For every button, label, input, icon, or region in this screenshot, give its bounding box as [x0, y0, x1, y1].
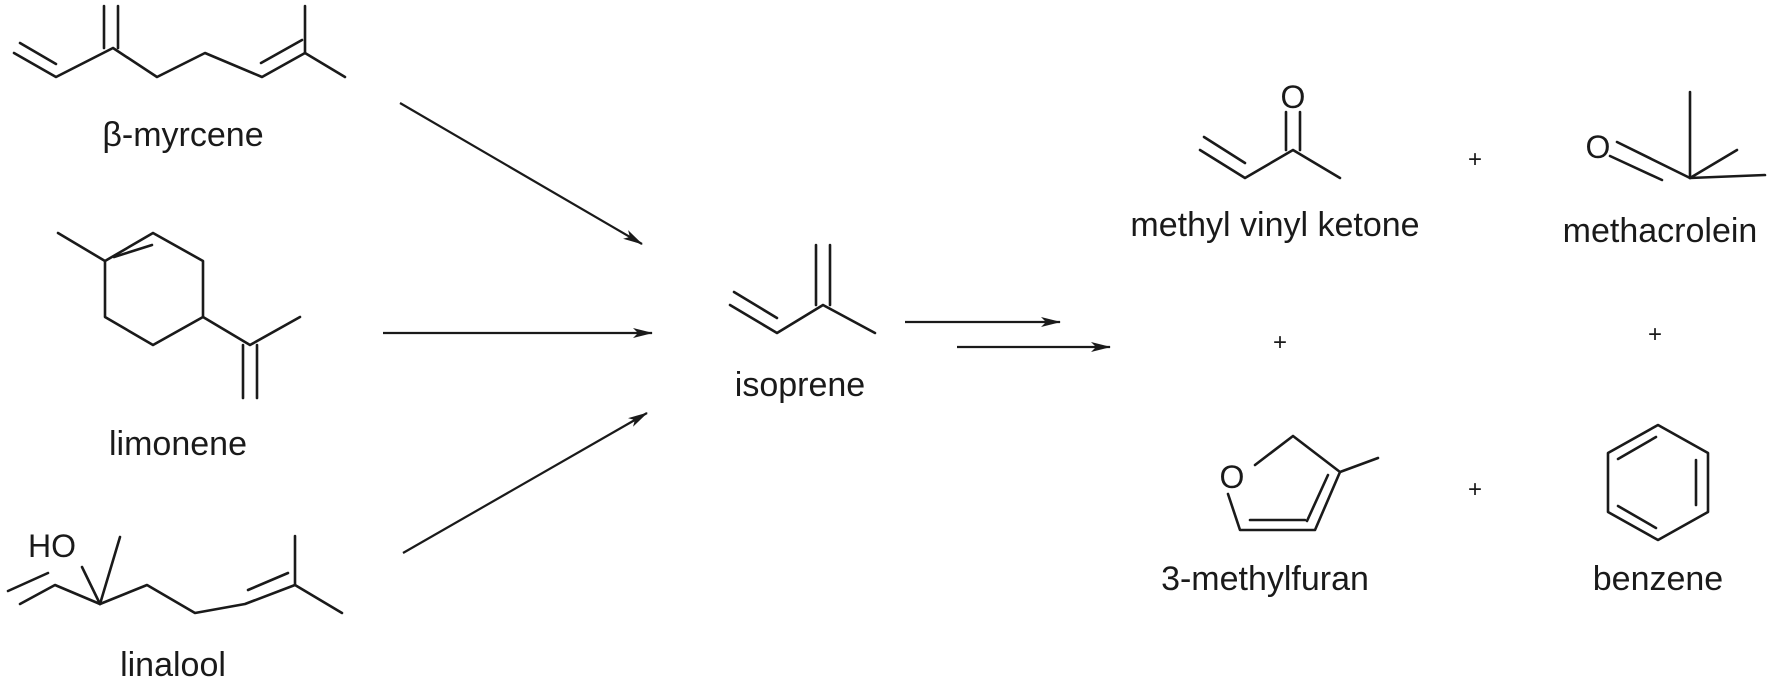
arrow-linalool-to-isoprene	[402, 412, 648, 554]
methyl-vinyl-ketone-structure: O methyl vinyl ketone	[1130, 79, 1419, 244]
hydroxyl-label: HO	[28, 528, 76, 564]
beta-myrcene-label: β-myrcene	[102, 116, 263, 154]
ketone-oxygen-label: O	[1281, 79, 1306, 115]
plus-sign-4: +	[1468, 476, 1482, 503]
plus-sign-3: +	[1648, 321, 1662, 348]
linalool-structure: HO linalool	[6, 528, 344, 680]
3-methylfuran-label: 3-methylfuran	[1161, 560, 1369, 598]
methacrolein-structure: O methacrolein	[1563, 90, 1767, 250]
limonene-label: limonene	[109, 425, 247, 463]
isoprene-label: isoprene	[735, 366, 865, 404]
methacrolein-label: methacrolein	[1563, 212, 1758, 250]
aldehyde-oxygen-label: O	[1586, 129, 1611, 165]
benzene-label: benzene	[1593, 560, 1723, 598]
furan-oxygen-label: O	[1220, 459, 1245, 495]
3-methylfuran-structure: O 3-methylfuran	[1161, 434, 1380, 598]
limonene-structure: limonene	[56, 231, 302, 463]
arrow-myrcene-to-isoprene	[399, 102, 643, 245]
plus-sign-2: +	[1273, 329, 1287, 356]
isoprene-structure: isoprene	[728, 243, 877, 404]
beta-myrcene-structure: β-myrcene	[12, 4, 347, 154]
plus-sign-1: +	[1468, 146, 1482, 173]
benzene-structure: benzene	[1593, 423, 1723, 598]
linalool-label: linalool	[120, 646, 226, 680]
methyl-vinyl-ketone-label: methyl vinyl ketone	[1130, 206, 1419, 244]
